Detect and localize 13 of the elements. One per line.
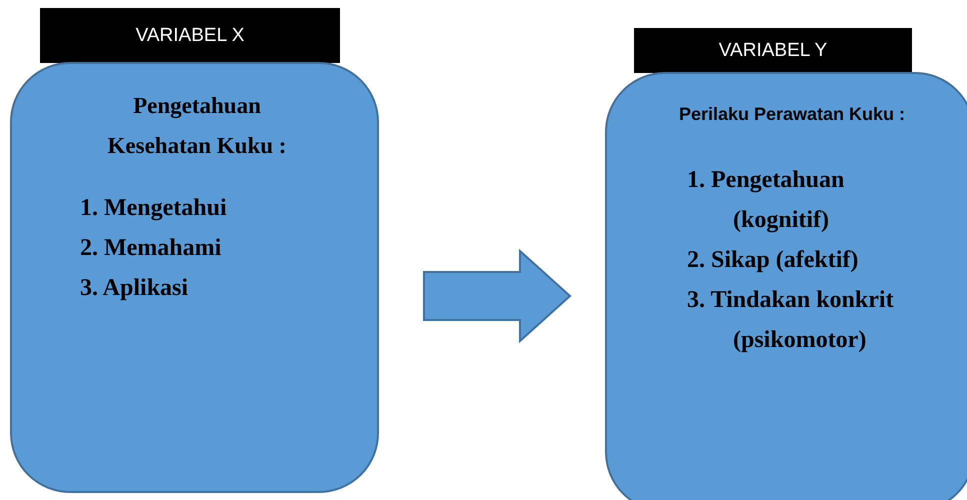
list-item: 1. Mengetahui [80,194,228,223]
list-item: 3. Aplikasi [80,274,190,303]
list-item: 2. Memahami [80,234,222,263]
card-heading: Perilaku Perawatan Kuku : [678,103,906,126]
list-item: 3. Tindakan konkrit (psikomotor) [687,286,895,355]
list-item: 2. Sikap (afektif) [687,246,860,275]
variable-header: VARIABEL Y [634,28,912,73]
card-heading: Pengetahuan Kesehatan Kuku : [106,92,288,160]
variable-card [605,72,967,500]
variable-header: VARIABEL X [40,8,340,63]
block-arrow [423,248,572,344]
variable-card [10,62,379,493]
list-item: 1. Pengetahuan (kognitif) [687,166,846,235]
